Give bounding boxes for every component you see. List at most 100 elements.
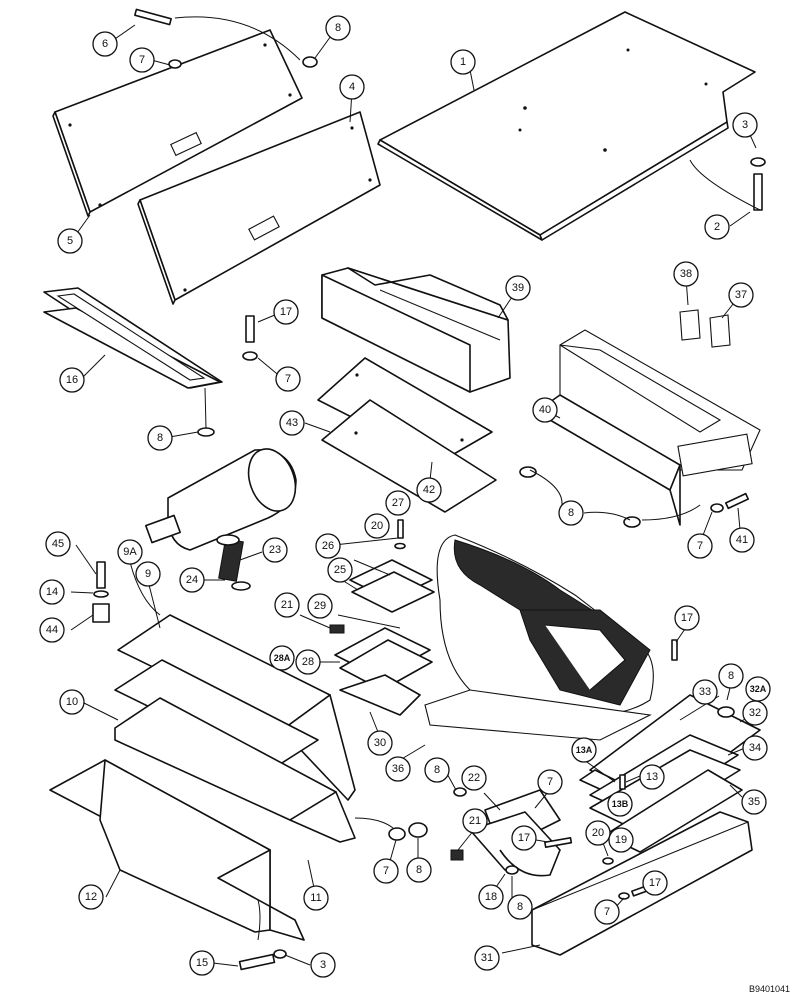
callout-label: 43 — [286, 417, 298, 429]
callout-label: 10 — [66, 696, 78, 708]
callout-7: 7 — [275, 366, 301, 392]
side-panel-upper — [52, 29, 303, 217]
callout-8: 8 — [558, 500, 584, 526]
callout-44: 44 — [39, 617, 65, 643]
callout-circle — [373, 858, 399, 884]
callout-label: 34 — [749, 742, 761, 754]
bracket-12 — [49, 759, 305, 941]
callout-20: 20 — [585, 820, 611, 846]
callout-7: 7 — [687, 533, 713, 559]
callout-circle — [742, 700, 768, 726]
callout-label: 18 — [485, 891, 497, 903]
callout-circle — [424, 757, 450, 783]
callout-30: 30 — [367, 730, 393, 756]
callout-label: 1 — [460, 56, 466, 68]
callout-circle — [607, 791, 633, 817]
callout-21: 21 — [462, 808, 488, 834]
callout-label: 44 — [46, 624, 58, 636]
callout-label: 29 — [314, 600, 326, 612]
callout-label: 13B — [612, 799, 629, 809]
seat — [424, 534, 654, 741]
callout-label: 11 — [310, 892, 321, 904]
callout-1: 1 — [450, 49, 476, 75]
callout-label: 14 — [46, 586, 58, 598]
callout-label: 17 — [280, 306, 292, 318]
callout-23: 23 — [262, 537, 288, 563]
callout-circle — [406, 857, 432, 883]
callout-circle — [741, 789, 767, 815]
callout-4: 4 — [339, 74, 365, 100]
callout-label: 30 — [374, 737, 386, 749]
callout-circle — [608, 827, 634, 853]
callout-13a: 13A — [571, 737, 597, 763]
callout-circle — [39, 617, 65, 643]
callout-22: 22 — [461, 765, 487, 791]
callout-circle — [537, 769, 563, 795]
callout-10: 10 — [59, 689, 85, 715]
callout-circle — [147, 425, 173, 451]
callout-8: 8 — [424, 757, 450, 783]
tray — [321, 267, 511, 393]
callout-circle — [339, 74, 365, 100]
callout-3: 3 — [310, 952, 336, 978]
callout-circle — [507, 894, 533, 920]
callout-label: 39 — [512, 282, 524, 294]
callout-label: 8 — [416, 864, 422, 876]
callout-circle — [571, 737, 597, 763]
callout-9a: 9A — [117, 539, 143, 565]
callout-label: 38 — [680, 268, 692, 280]
callout-circle — [273, 299, 299, 325]
callout-label: 8 — [728, 670, 734, 682]
callout-circle — [704, 214, 730, 240]
callout-circle — [59, 689, 85, 715]
housing — [549, 329, 761, 526]
callout-circle — [450, 49, 476, 75]
callout-circle — [732, 112, 758, 138]
callout-circle — [532, 397, 558, 423]
callout-12: 12 — [78, 884, 104, 910]
callout-circle — [385, 490, 411, 516]
callout-circle — [461, 765, 487, 791]
callout-circle — [59, 367, 85, 393]
callout-label: 3 — [742, 119, 748, 131]
callout-label: 41 — [736, 534, 748, 546]
callout-7: 7 — [373, 858, 399, 884]
callout-29: 29 — [307, 593, 333, 619]
callout-circle — [315, 533, 341, 559]
callout-circle — [478, 884, 504, 910]
figure-code: B9401041 — [748, 984, 790, 994]
callout-17: 17 — [273, 299, 299, 325]
callout-label: 9A — [123, 546, 137, 558]
callout-8: 8 — [406, 857, 432, 883]
callout-label: 6 — [102, 38, 108, 50]
callout-label: 7 — [604, 906, 610, 918]
callout-28a: 28A — [269, 645, 295, 671]
callout-circle — [729, 527, 755, 553]
callout-label: 24 — [186, 574, 198, 586]
callout-14: 14 — [39, 579, 65, 605]
callout-42: 42 — [416, 477, 442, 503]
side-panel-lower — [137, 111, 381, 305]
callout-19: 19 — [608, 827, 634, 853]
callout-circle — [474, 945, 500, 971]
callout-circle — [117, 539, 143, 565]
callout-circle — [45, 531, 71, 557]
callout-label: 7 — [383, 865, 389, 877]
callout-label: 17 — [518, 832, 530, 844]
callout-label: 7 — [139, 54, 145, 66]
callout-circle — [462, 808, 488, 834]
callout-36: 36 — [385, 756, 411, 782]
callout-label: 17 — [681, 612, 693, 624]
callout-circle — [505, 275, 531, 301]
callout-label: 8 — [434, 764, 440, 776]
callout-circle — [92, 31, 118, 57]
callout-circle — [129, 47, 155, 73]
decal-37 — [709, 314, 731, 348]
callout-circle — [303, 885, 329, 911]
callout-circle — [274, 592, 300, 618]
callout-circle — [269, 645, 295, 671]
callout-circle — [364, 513, 390, 539]
callout-43: 43 — [279, 410, 305, 436]
callout-20: 20 — [364, 513, 390, 539]
callout-5: 5 — [57, 228, 83, 254]
